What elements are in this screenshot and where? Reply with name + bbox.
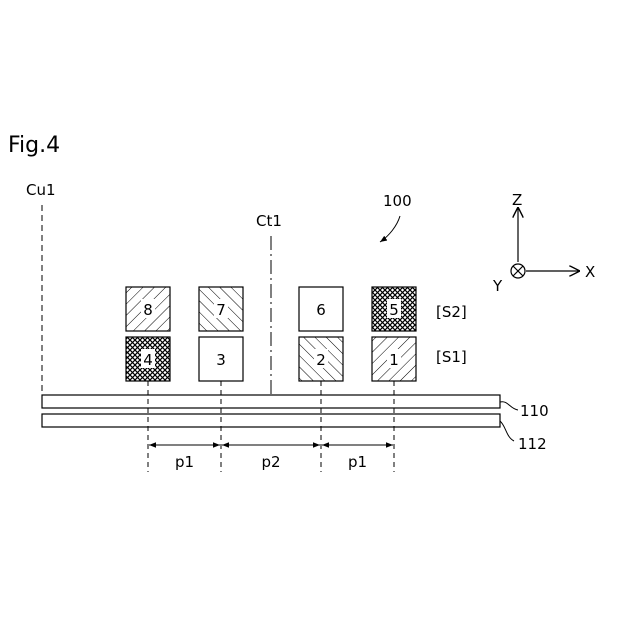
element-7: 7 — [199, 287, 243, 331]
plate-112-label: 112 — [518, 435, 547, 453]
figure-title: Fig.4 — [8, 133, 60, 158]
z-axis-label: Z — [512, 191, 522, 209]
element-4: 4 — [126, 337, 170, 381]
pitch-label-3: p1 — [348, 453, 367, 471]
element-8: 8 — [126, 287, 170, 331]
element-1-number: 1 — [389, 351, 399, 369]
device-reference-label: 100 — [383, 192, 412, 210]
element-3: 3 — [199, 337, 243, 381]
element-1: 1 — [372, 337, 416, 381]
coordinate-axes: Z X Y — [492, 191, 595, 295]
row-label-s2: [S2] — [436, 303, 467, 321]
y-axis-label: Y — [492, 277, 503, 295]
row-label-s1: [S1] — [436, 348, 467, 366]
plate-112 — [42, 414, 500, 427]
plate-110 — [42, 395, 500, 408]
element-3-number: 3 — [216, 351, 226, 369]
element-6-number: 6 — [316, 301, 326, 319]
element-5: 5 — [372, 287, 416, 331]
plate-110-leader — [500, 402, 518, 410]
device-reference-arrow — [380, 216, 400, 242]
element-2: 2 — [299, 337, 343, 381]
element-7-number: 7 — [216, 301, 226, 319]
pitch-label-2: p2 — [261, 453, 280, 471]
pitch-label-1: p1 — [175, 453, 194, 471]
element-8-number: 8 — [143, 301, 153, 319]
y-axis-into-page-icon — [511, 264, 525, 278]
element-5-number: 5 — [389, 301, 399, 319]
plate-110-label: 110 — [520, 402, 549, 420]
x-axis-label: X — [585, 263, 595, 281]
element-2-number: 2 — [316, 351, 326, 369]
element-6: 6 — [299, 287, 343, 331]
element-4-number: 4 — [143, 351, 153, 369]
cu1-label: Cu1 — [26, 181, 56, 199]
plate-112-leader — [500, 421, 514, 441]
ct1-label: Ct1 — [256, 212, 282, 230]
